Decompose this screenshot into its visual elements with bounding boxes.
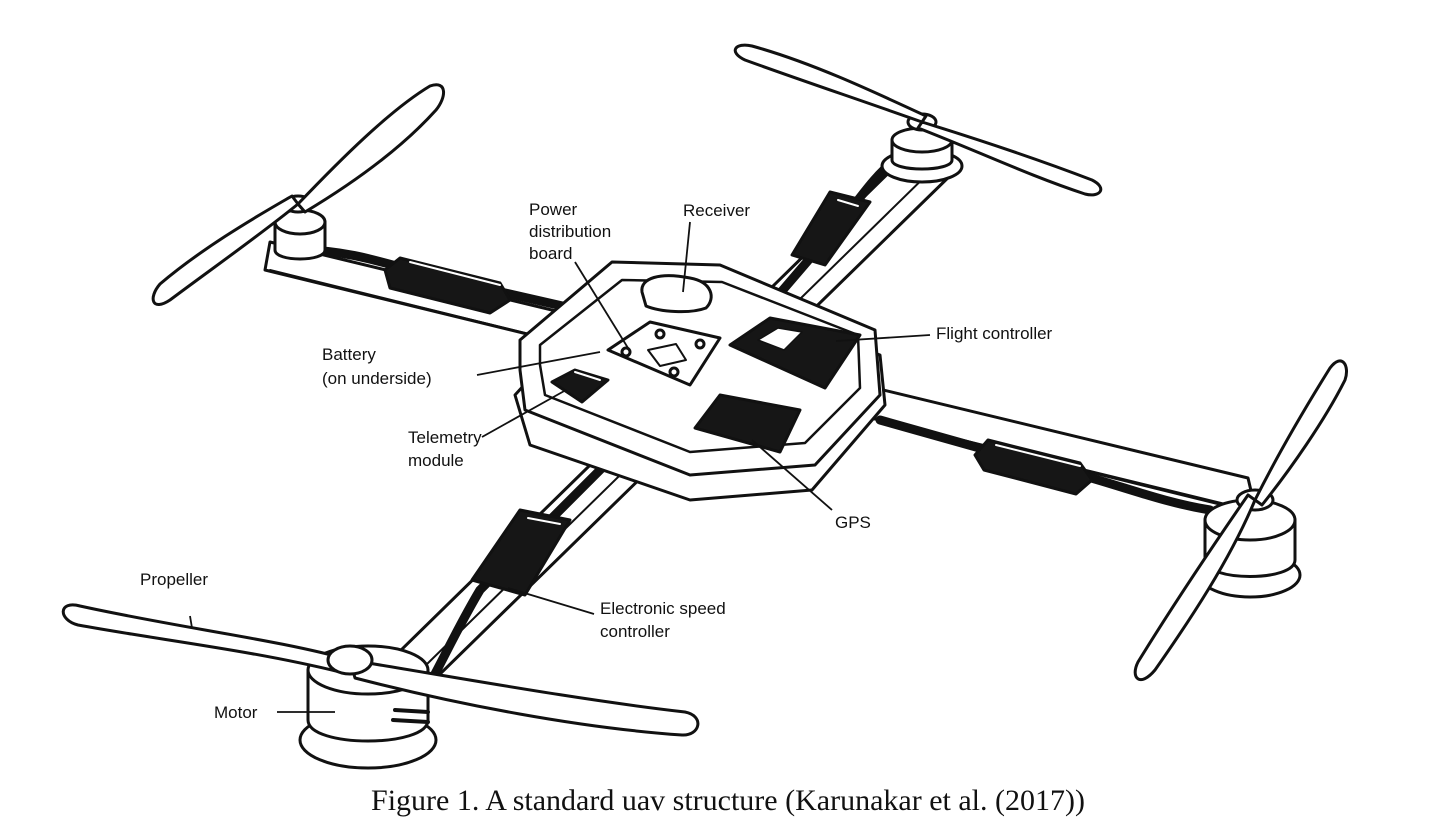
label-gps: GPS bbox=[835, 513, 871, 532]
uav-diagram: Power distribution board Receiver Flight… bbox=[61, 43, 1348, 770]
label-power-distribution-board: Power distribution board bbox=[529, 200, 611, 263]
label-receiver: Receiver bbox=[683, 201, 750, 220]
receiver bbox=[640, 274, 713, 314]
flight-controller bbox=[728, 316, 862, 390]
leader-battery bbox=[476, 351, 601, 376]
telemetry-module bbox=[550, 368, 610, 404]
figure-caption: Figure 1. A standard uav structure (Karu… bbox=[371, 784, 1085, 817]
leader-telemetry-module bbox=[481, 389, 567, 438]
leader-power-distribution-board bbox=[574, 261, 629, 349]
label-battery-line2: (on underside) bbox=[322, 369, 432, 388]
label-telemetry-module: Telemetry module bbox=[408, 428, 482, 470]
esc-right bbox=[973, 438, 1094, 496]
label-battery: Battery (on underside) bbox=[322, 345, 432, 388]
leader-flight-controller bbox=[835, 334, 931, 342]
propeller-upper-left bbox=[151, 83, 445, 307]
label-motor: Motor bbox=[214, 703, 258, 722]
label-power-distribution-board-line2: distribution bbox=[529, 222, 611, 241]
leader-propeller bbox=[189, 615, 193, 629]
label-power-distribution-board-line1: Power bbox=[529, 200, 578, 219]
label-power-distribution-board-line3: board bbox=[529, 244, 572, 263]
esc-lower-left bbox=[470, 508, 572, 597]
gps-module bbox=[693, 393, 802, 454]
label-telemetry-module-line2: module bbox=[408, 451, 464, 470]
esc-upper-left bbox=[383, 256, 512, 315]
label-telemetry-module-line1: Telemetry bbox=[408, 428, 482, 447]
label-electronic-speed-controller-line1: Electronic speed bbox=[600, 599, 726, 618]
esc-upper-right bbox=[790, 190, 872, 267]
propeller-lower-left bbox=[61, 603, 700, 737]
leader-gps bbox=[751, 439, 833, 511]
leader-electronic-speed-controller bbox=[507, 587, 595, 615]
label-flight-controller: Flight controller bbox=[936, 324, 1053, 343]
propeller-right bbox=[1133, 359, 1348, 682]
label-propeller: Propeller bbox=[140, 570, 208, 589]
propeller-upper-right bbox=[733, 43, 1103, 197]
leader-lines bbox=[189, 221, 931, 713]
label-battery-line1: Battery bbox=[322, 345, 376, 364]
label-electronic-speed-controller: Electronic speed controller bbox=[600, 599, 726, 641]
label-electronic-speed-controller-line2: controller bbox=[600, 622, 670, 641]
power-distribution-board bbox=[606, 320, 722, 387]
leader-receiver bbox=[682, 221, 691, 293]
